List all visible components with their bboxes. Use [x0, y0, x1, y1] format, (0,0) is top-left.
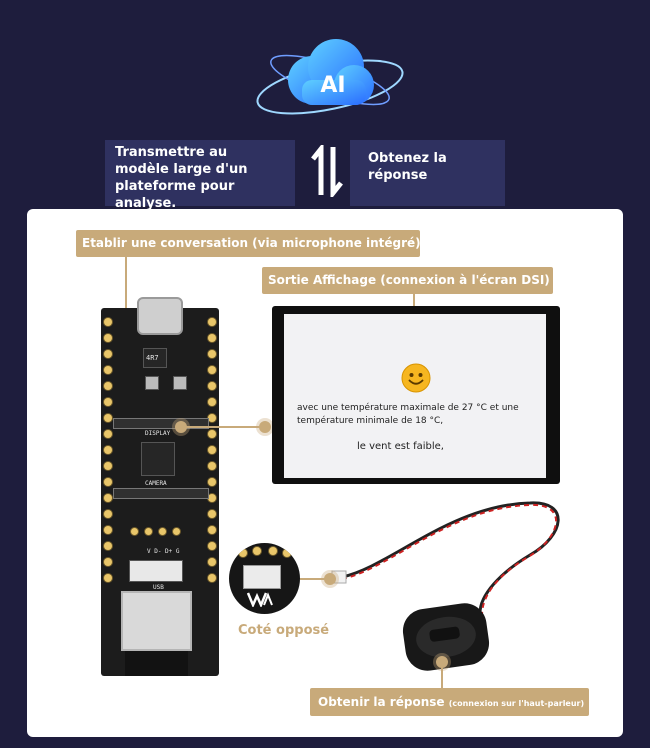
wind-text: le vent est faible,: [357, 441, 444, 452]
opposite-connector-line: [300, 578, 330, 580]
dev-board: 4R7 DISPLAY CAMERA V D- D+ G USB: [101, 308, 219, 676]
speaker-connector: [243, 565, 281, 589]
ai-logo-text: AI: [320, 73, 345, 98]
screen-content: [284, 314, 546, 478]
smiley-face-icon: [401, 363, 431, 393]
usb-header: [129, 560, 183, 582]
waveshare-logo-icon: [247, 592, 273, 607]
up-down-arrows-icon: [311, 145, 343, 197]
opposite-side-view: [229, 543, 300, 614]
module-antenna: [125, 651, 188, 676]
inductor-label: 4R7: [146, 354, 159, 362]
reset-button: [173, 376, 187, 390]
usb-c-port: [137, 297, 183, 335]
conversation-connector-line: [125, 257, 127, 313]
speaker-label-main: Obtenir la réponse: [318, 695, 445, 709]
display-connector-line: [184, 426, 264, 428]
display-output-label: Sortie Affichage (connexion à l'écran DS…: [262, 267, 553, 294]
pins-silk: V D- D+ G: [147, 548, 180, 555]
display-connector: [113, 418, 209, 429]
display-silk: DISPLAY: [145, 430, 171, 437]
usb-silk: USB: [153, 584, 164, 591]
speaker-response-label: Obtenir la réponse (connexion sur l'haut…: [310, 688, 589, 716]
get-response-box: Obtenez la réponse: [350, 140, 505, 206]
screen-side-marker: [259, 421, 271, 433]
ai-cloud-icon: AI: [256, 39, 404, 115]
speaker-label-sub: (connexion sur l'haut-parleur): [448, 699, 585, 708]
opposite-side-label: Coté opposé: [238, 623, 330, 638]
wireless-module: [121, 591, 192, 651]
temperature-text: avec une température maximale de 27 °C e…: [297, 403, 519, 426]
speaker-icon: [402, 603, 490, 671]
camera-connector: [113, 488, 209, 499]
send-to-model-box: Transmettre au modèle large d'un platefo…: [105, 140, 295, 211]
board-display-marker: [175, 421, 187, 433]
boot-button: [145, 376, 159, 390]
conversation-label: Etablir une conversation (via microphone…: [76, 230, 421, 257]
speaker-marker: [436, 656, 448, 668]
speaker-connector-line: [441, 662, 443, 688]
cable-marker: [324, 573, 336, 585]
camera-silk: CAMERA: [145, 480, 167, 487]
main-chip: [141, 442, 175, 476]
